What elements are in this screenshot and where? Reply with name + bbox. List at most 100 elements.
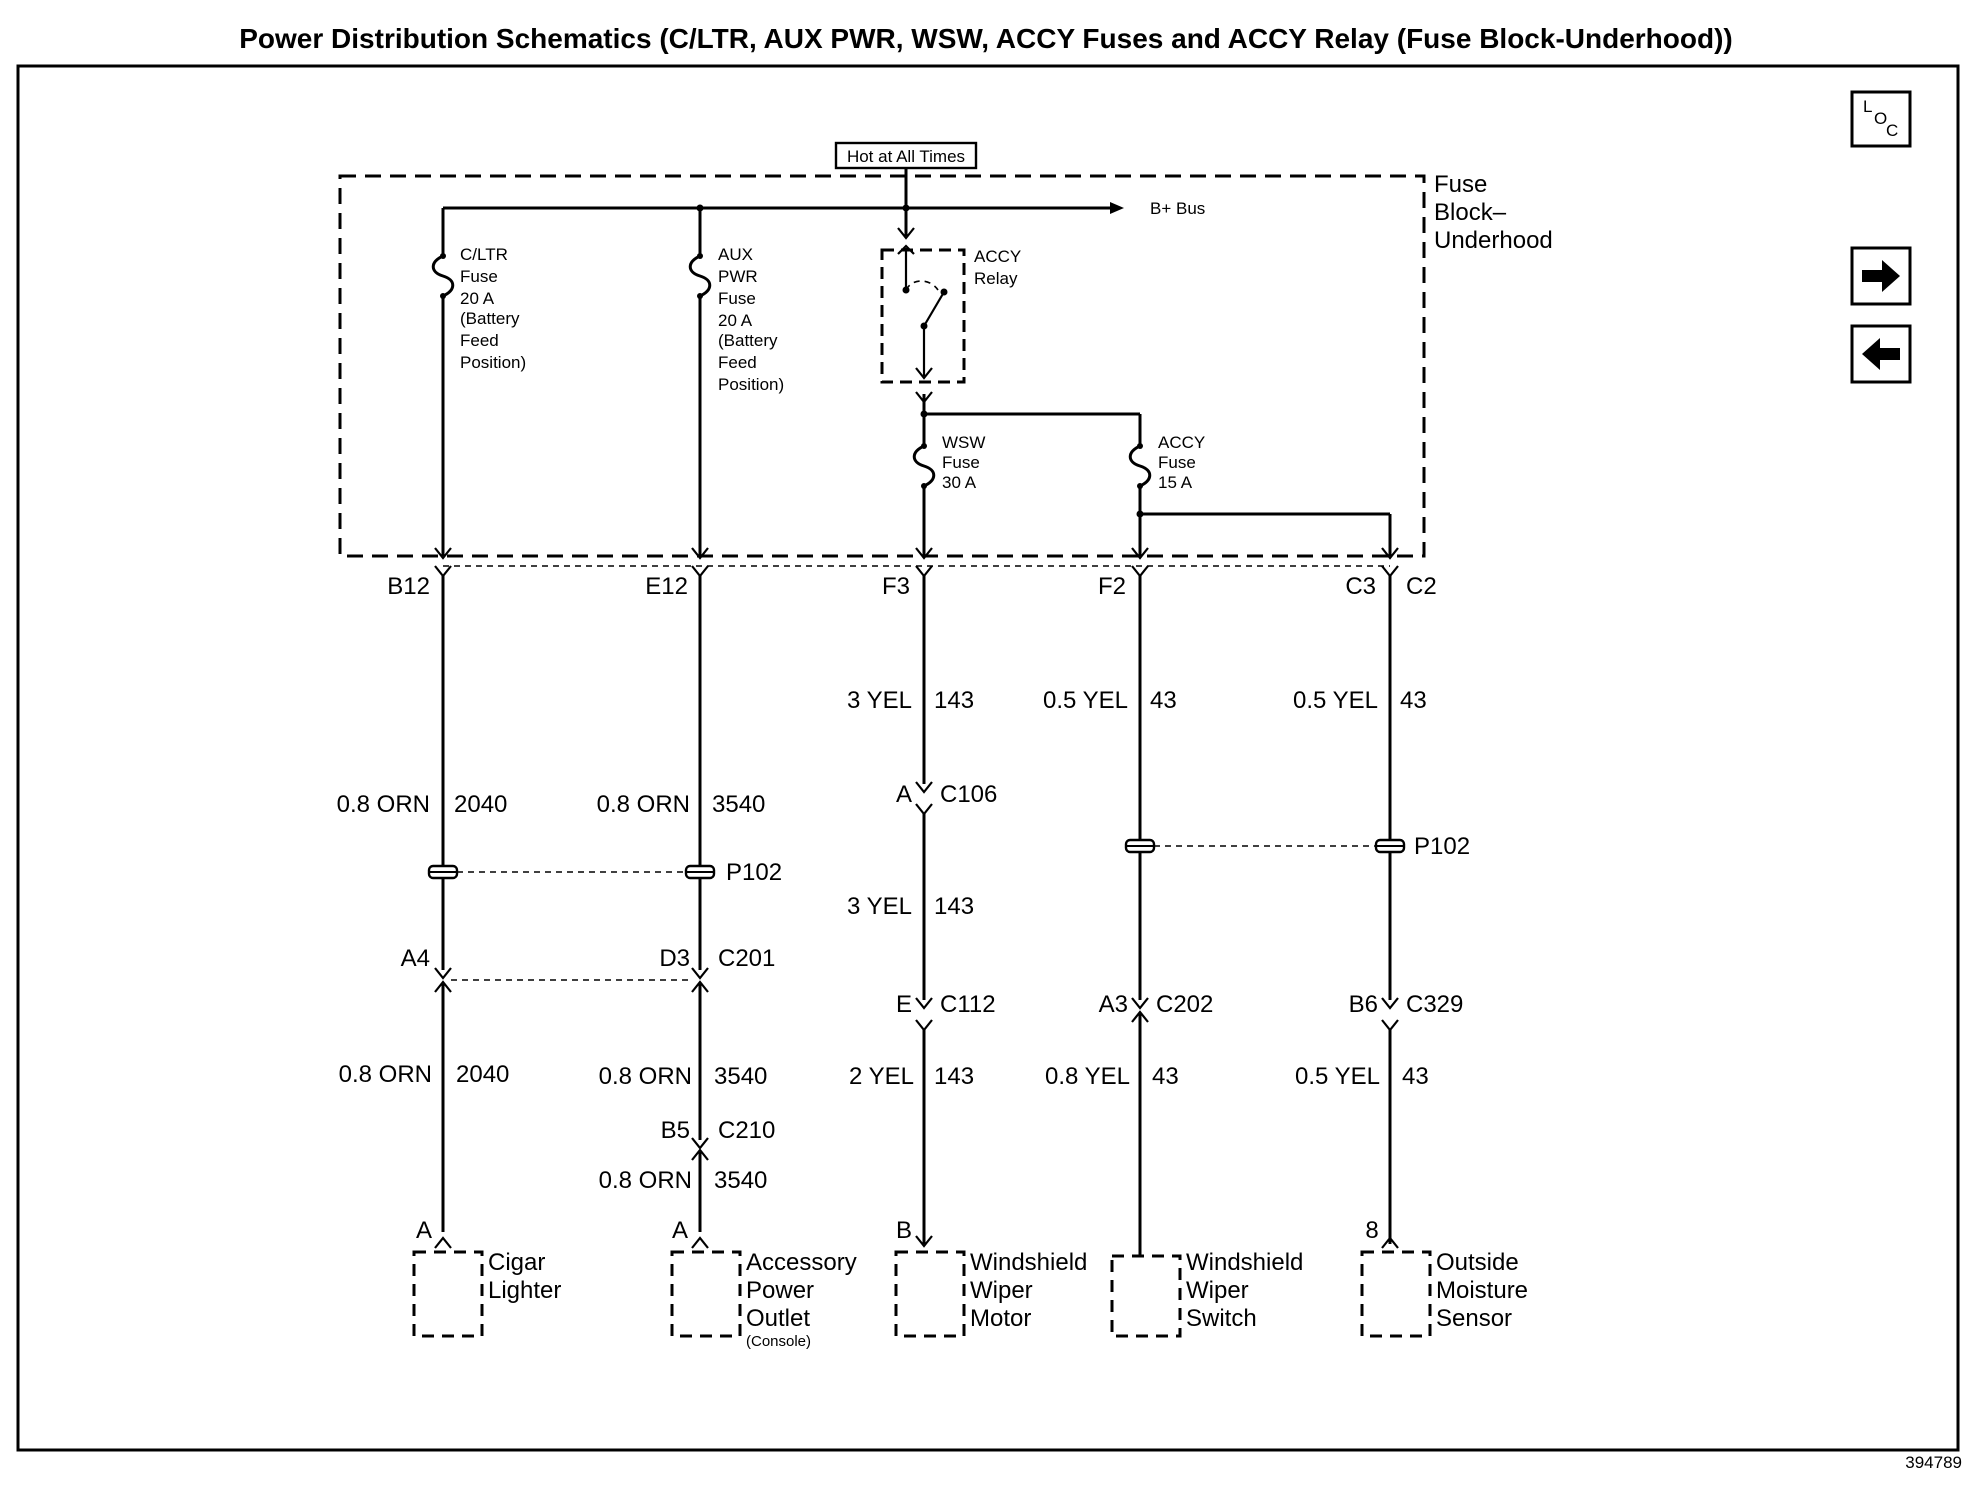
svg-text:3540: 3540 [712, 791, 765, 818]
svg-text:(Battery: (Battery [718, 331, 778, 350]
wsw-fuse-label: WSW Fuse 30 A [942, 433, 985, 492]
svg-text:2040: 2040 [454, 791, 507, 818]
svg-text:Cigar: Cigar [488, 1249, 545, 1276]
svg-text:Switch: Switch [1186, 1305, 1257, 1332]
accessory-power-outlet: Accessory Power Outlet (Console) [670, 1249, 857, 1350]
svg-text:Outlet: Outlet [746, 1305, 810, 1332]
svg-text:PWR: PWR [718, 267, 758, 286]
svg-text:Windshield: Windshield [1186, 1249, 1303, 1276]
svg-text:Fuse: Fuse [460, 267, 498, 286]
svg-text:Fuse: Fuse [1158, 453, 1196, 472]
figure-number: 394789 [1905, 1453, 1962, 1472]
svg-text:Outside: Outside [1436, 1249, 1519, 1276]
svg-text:143: 143 [934, 1063, 974, 1090]
bus-label: B+ Bus [1150, 199, 1205, 218]
svg-text:Wiper: Wiper [970, 1277, 1033, 1304]
svg-text:A: A [416, 1217, 432, 1244]
svg-text:0.8 ORN: 0.8 ORN [599, 1167, 692, 1194]
c210-label: C210 [718, 1117, 775, 1144]
svg-text:Sensor: Sensor [1436, 1305, 1512, 1332]
accy-relay-symbol [897, 244, 948, 380]
svg-text:43: 43 [1150, 687, 1177, 714]
cltr-fuse-symbol [431, 254, 455, 298]
arrow-right-icon [1862, 260, 1900, 292]
accy-relay-label-2: Relay [974, 269, 1018, 288]
c201-label: C201 [718, 945, 775, 972]
c112-label: C112 [940, 991, 996, 1018]
svg-text:20 A: 20 A [460, 289, 495, 308]
c112-pin: E [896, 991, 912, 1018]
c106-pin: A [896, 781, 912, 808]
pin-b12: B12 [387, 573, 430, 600]
loc-button[interactable]: L O C [1850, 90, 1912, 148]
windshield-wiper-switch: Windshield Wiper Switch [1110, 1249, 1303, 1338]
svg-text:0.8 ORN: 0.8 ORN [597, 791, 690, 818]
c202-label: C202 [1156, 991, 1213, 1018]
pin-c2: C2 [1406, 573, 1437, 600]
svg-text:A: A [672, 1217, 688, 1244]
p102-splice-c2 [1374, 838, 1406, 854]
accy-fuse-symbol [1128, 444, 1152, 488]
loc-letter-o: O [1874, 109, 1887, 128]
svg-text:Accessory: Accessory [746, 1249, 857, 1276]
svg-text:Lighter: Lighter [488, 1277, 561, 1304]
fuse-block-label-3: Underhood [1434, 227, 1553, 254]
p102-splice-left [427, 864, 459, 880]
svg-text:Feed: Feed [460, 331, 499, 350]
svg-text:143: 143 [934, 687, 974, 714]
svg-text:3540: 3540 [714, 1063, 767, 1090]
prev-page-button[interactable] [1850, 324, 1912, 384]
svg-text:0.8 ORN: 0.8 ORN [339, 1061, 432, 1088]
svg-text:0.8 ORN: 0.8 ORN [337, 791, 430, 818]
auxpwr-fuse-label: AUX PWR Fuse 20 A (Battery Feed Position… [718, 245, 784, 394]
c202-pin: A3 [1099, 991, 1128, 1018]
svg-text:Windshield: Windshield [970, 1249, 1087, 1276]
svg-text:Position): Position) [718, 375, 784, 394]
svg-text:Fuse: Fuse [718, 289, 756, 308]
svg-text:(Console): (Console) [746, 1333, 811, 1350]
accy-relay-outline [880, 248, 966, 384]
pin-f2: F2 [1098, 573, 1126, 600]
fuse-block-label-1: Fuse [1434, 171, 1487, 198]
hot-label: Hot at All Times [847, 147, 965, 166]
wsw-fuse-symbol [912, 444, 936, 488]
next-page-button[interactable] [1850, 246, 1912, 306]
outside-moisture-sensor: Outside Moisture Sensor [1360, 1249, 1528, 1338]
windshield-wiper-motor: Windshield Wiper Motor [894, 1249, 1087, 1338]
p102-label-right: P102 [1414, 833, 1470, 860]
svg-text:0.8 YEL: 0.8 YEL [1045, 1063, 1130, 1090]
svg-text:0.5 YEL: 0.5 YEL [1293, 687, 1378, 714]
svg-text:0.8 ORN: 0.8 ORN [599, 1063, 692, 1090]
c201-pin-d3: D3 [659, 945, 690, 972]
svg-text:Feed: Feed [718, 353, 757, 372]
svg-text:AUX: AUX [718, 245, 753, 264]
loc-letter-c: C [1886, 121, 1898, 140]
svg-text:ACCY: ACCY [1158, 433, 1205, 452]
svg-text:Power: Power [746, 1277, 814, 1304]
svg-text:3 YEL: 3 YEL [847, 687, 912, 714]
accy-fuse-label: ACCY Fuse 15 A [1158, 433, 1205, 492]
bus-arrow-icon [1110, 202, 1124, 214]
diagram-frame [16, 64, 1960, 1452]
accy-relay-label-1: ACCY [974, 247, 1021, 266]
svg-text:Moisture: Moisture [1436, 1277, 1528, 1304]
svg-text:WSW: WSW [942, 433, 985, 452]
svg-text:0.5 YEL: 0.5 YEL [1295, 1063, 1380, 1090]
svg-text:8: 8 [1365, 1217, 1378, 1244]
svg-text:15 A: 15 A [1158, 473, 1193, 492]
svg-text:Wiper: Wiper [1186, 1277, 1249, 1304]
svg-text:0.5 YEL: 0.5 YEL [1043, 687, 1128, 714]
p102-splice-f2 [1124, 838, 1156, 854]
page-title: Power Distribution Schematics (C/LTR, AU… [239, 23, 1733, 54]
fuse-block-pins [434, 547, 1399, 578]
cigar-lighter: Cigar Lighter [412, 1249, 561, 1338]
svg-text:3 YEL: 3 YEL [847, 893, 912, 920]
c329-pin: B6 [1349, 991, 1378, 1018]
fuse-block-label-2: Block– [1434, 199, 1507, 226]
svg-text:B: B [896, 1217, 912, 1244]
svg-text:(Battery: (Battery [460, 309, 520, 328]
arrow-left-icon [1862, 338, 1900, 370]
p102-splice-middle [684, 864, 716, 880]
svg-text:30 A: 30 A [942, 473, 977, 492]
